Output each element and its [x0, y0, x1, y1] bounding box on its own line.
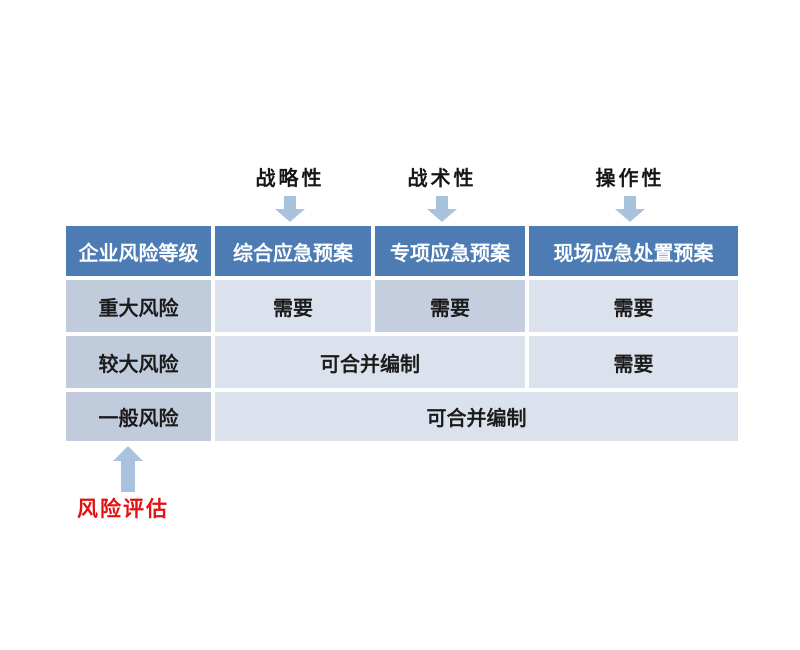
down-arrow-icon: [427, 196, 457, 222]
annotation-strategic: 战略性: [215, 162, 365, 227]
cell-major-special: 需要: [375, 280, 525, 332]
cell-major-onsite: 需要: [529, 280, 738, 332]
cell-larger-merged: 可合并编制: [215, 336, 525, 388]
annotation-tactical-label: 战术性: [407, 168, 477, 190]
down-arrow-icon: [275, 196, 305, 222]
cell-major-comprehensive: 需要: [215, 280, 371, 332]
header-comprehensive-plan: 综合应急预案: [215, 226, 371, 276]
risk-plan-matrix: 企业风险等级 综合应急预案 专项应急预案 现场应急处置预案 重大风险 需要 需要…: [62, 222, 742, 445]
annotation-operational: 操作性: [555, 162, 705, 227]
level-cell-larger: 较大风险: [66, 336, 211, 388]
header-special-plan: 专项应急预案: [375, 226, 525, 276]
header-row: 企业风险等级 综合应急预案 专项应急预案 现场应急处置预案: [66, 226, 738, 276]
cell-larger-onsite: 需要: [529, 336, 738, 388]
risk-assessment-label: 风险评估: [77, 497, 169, 521]
header-onsite-plan: 现场应急处置预案: [529, 226, 738, 276]
header-risk-level: 企业风险等级: [66, 226, 211, 276]
annotation-tactical: 战术性: [367, 162, 517, 227]
down-arrow-icon: [615, 196, 645, 222]
annotation-operational-label: 操作性: [595, 168, 665, 190]
table-row-major-risk: 重大风险 需要 需要 需要: [66, 280, 738, 332]
table-row-general-risk: 一般风险 可合并编制: [66, 392, 738, 441]
level-cell-general: 一般风险: [66, 392, 211, 441]
cell-general-merged: 可合并编制: [215, 392, 738, 441]
annotation-strategic-label: 战略性: [255, 168, 325, 190]
level-cell-major: 重大风险: [66, 280, 211, 332]
up-arrow-icon: [113, 446, 143, 497]
table-row-larger-risk: 较大风险 可合并编制 需要: [66, 336, 738, 388]
